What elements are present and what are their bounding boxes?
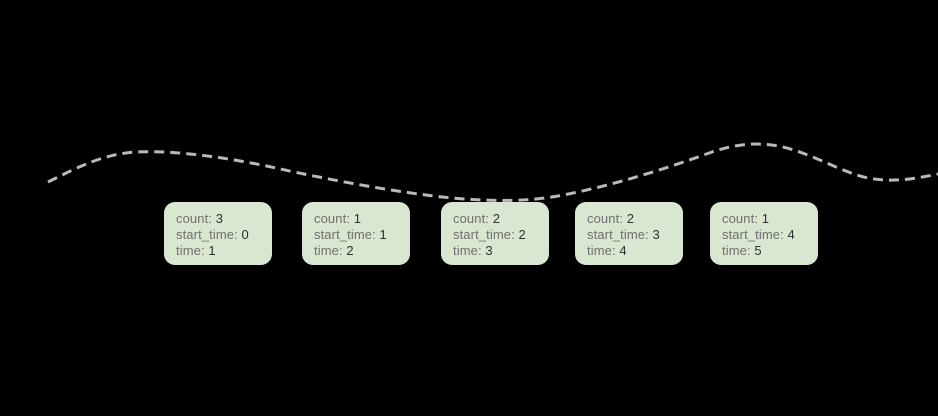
field-value: 2 xyxy=(346,243,354,258)
field-value: 3 xyxy=(485,243,493,258)
field-label: count: xyxy=(587,211,624,226)
field-label: count: xyxy=(453,211,490,226)
field-value: 1 xyxy=(761,211,770,226)
field-label: time: xyxy=(176,243,205,258)
field-value: 2 xyxy=(518,227,526,242)
field-label: count: xyxy=(314,211,351,226)
field-label: start_time: xyxy=(587,227,649,242)
field-row: start_time: 3 xyxy=(587,227,683,243)
field-value: 2 xyxy=(626,211,635,226)
field-label: count: xyxy=(722,211,759,226)
field-row: count: 3 xyxy=(176,211,272,227)
field-row: time: 1 xyxy=(176,243,272,259)
field-label: start_time: xyxy=(453,227,515,242)
field-label: time: xyxy=(722,243,751,258)
field-row: time: 3 xyxy=(453,243,549,259)
field-label: count: xyxy=(176,211,213,226)
field-value: 2 xyxy=(492,211,501,226)
field-label: time: xyxy=(314,243,343,258)
field-value: 1 xyxy=(379,227,387,242)
field-value: 1 xyxy=(353,211,362,226)
field-row: time: 4 xyxy=(587,243,683,259)
field-value: 5 xyxy=(754,243,762,258)
field-row: count: 1 xyxy=(722,211,818,227)
field-value: 4 xyxy=(619,243,627,258)
field-label: start_time: xyxy=(314,227,376,242)
field-row: time: 5 xyxy=(722,243,818,259)
field-value: 3 xyxy=(652,227,660,242)
field-label: time: xyxy=(453,243,482,258)
field-row: count: 1 xyxy=(314,211,410,227)
field-label: start_time: xyxy=(176,227,238,242)
field-row: start_time: 2 xyxy=(453,227,549,243)
field-row: count: 2 xyxy=(453,211,549,227)
field-value: 0 xyxy=(241,227,249,242)
field-row: start_time: 4 xyxy=(722,227,818,243)
field-row: time: 2 xyxy=(314,243,410,259)
field-label: time: xyxy=(587,243,616,258)
field-row: start_time: 0 xyxy=(176,227,272,243)
field-label: start_time: xyxy=(722,227,784,242)
field-row: start_time: 1 xyxy=(314,227,410,243)
field-value: 4 xyxy=(787,227,795,242)
field-value: 1 xyxy=(208,243,216,258)
field-value: 3 xyxy=(215,211,224,226)
field-row: count: 2 xyxy=(587,211,683,227)
